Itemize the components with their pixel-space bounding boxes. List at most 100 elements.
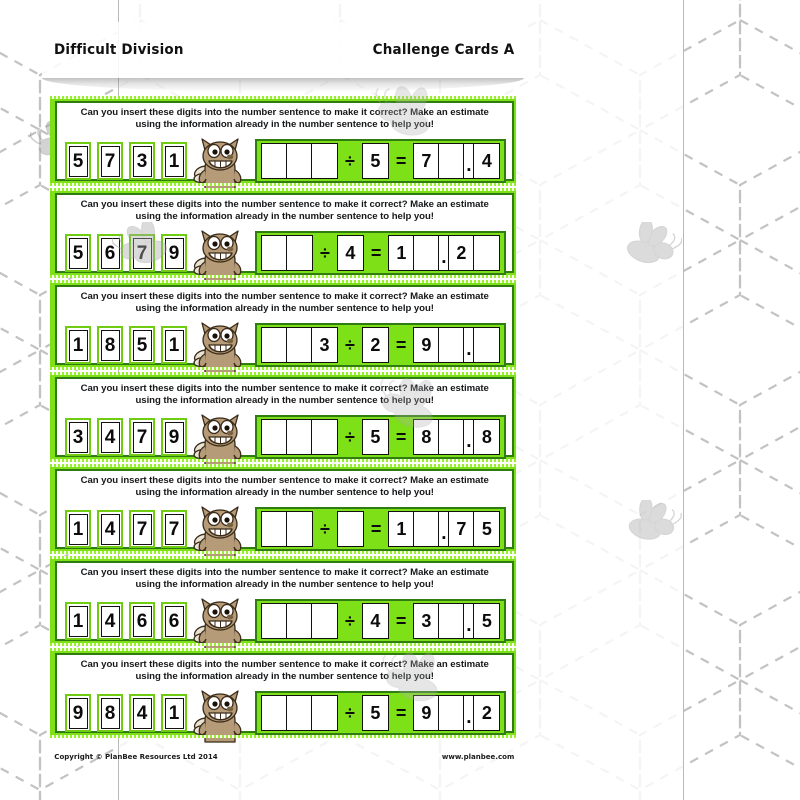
quotient-box-cell[interactable]: 5 [474,604,500,638]
quotient-box-cell[interactable] [414,512,440,546]
equals-icon: = [370,519,382,539]
digit-tile-value: 9 [68,697,88,729]
dividend-box-cell[interactable] [287,696,312,730]
digit-tile[interactable]: 1 [161,326,187,364]
digit-tile[interactable]: 7 [129,234,155,272]
dividend-box-cell[interactable] [262,696,287,730]
quotient-box-cell[interactable] [439,696,465,730]
divisor-box-cell[interactable]: 4 [362,604,388,638]
quotient-box-cell[interactable]: 7 [449,512,475,546]
quotient-box-cell[interactable] [414,236,440,270]
quotient-box-cell[interactable] [439,328,465,362]
digit-tile[interactable]: 9 [161,418,187,456]
quotient-box-cell[interactable]: 1 [389,236,415,270]
divisor-box-cell[interactable]: 5 [362,696,388,730]
digit-tile[interactable]: 4 [97,418,123,456]
divisor-box-cell[interactable]: 2 [362,328,388,362]
dividend-box-cell[interactable]: 3 [312,328,337,362]
dividend-box-cell[interactable] [262,604,287,638]
digit-tile[interactable]: 1 [161,694,187,732]
dividend-box-cell[interactable] [262,236,287,270]
website-link[interactable]: www.planbee.com [441,752,515,761]
divide-icon: ÷ [345,151,355,171]
digit-tile[interactable]: 4 [97,602,123,640]
dividend-box-cell[interactable] [287,420,312,454]
quotient-box-cell[interactable]: 3 [414,604,440,638]
digit-tile[interactable]: 7 [129,510,155,548]
dividend-box-cell[interactable] [262,144,287,178]
quotient-box: 9.2 [413,695,501,731]
dividend-box-cell[interactable] [262,512,287,546]
quotient-box: 3.5 [413,603,501,639]
quotient-box-cell[interactable]: 2 [474,696,500,730]
quotient-box-cell[interactable] [474,328,500,362]
dividend-box-cell[interactable] [287,328,312,362]
challenge-card-inner: Can you insert these digits into the num… [55,561,515,651]
number-sentence: 3÷2=9. [255,323,507,367]
challenge-card-inner: Can you insert these digits into the num… [55,653,515,743]
digit-tile[interactable]: 1 [161,142,187,180]
digit-tile[interactable]: 5 [129,326,155,364]
digit-tile[interactable]: 1 [65,326,91,364]
digit-tile-value: 9 [164,237,184,269]
decimal-point-cell: . [464,696,475,730]
quotient-box: 1.2 [388,235,501,271]
dividend-box-cell[interactable] [287,144,312,178]
digit-tile[interactable]: 7 [161,510,187,548]
quotient-box-cell[interactable]: 8 [474,420,500,454]
digit-tile[interactable]: 8 [97,694,123,732]
digit-tile[interactable]: 7 [129,418,155,456]
dividend-box-cell[interactable] [312,604,337,638]
divisor-box-cell[interactable]: 5 [362,420,388,454]
quotient-box-cell[interactable]: 8 [414,420,440,454]
quotient-box-cell[interactable] [439,420,465,454]
digit-tile[interactable]: 9 [65,694,91,732]
digit-tile[interactable]: 6 [129,602,155,640]
dividend-box-cell[interactable] [262,328,287,362]
quotient-box-cell[interactable]: 1 [389,512,415,546]
digit-tile[interactable]: 6 [161,602,187,640]
dividend-box-cell[interactable] [287,236,312,270]
quotient-box-cell[interactable]: 4 [474,144,500,178]
digit-tile[interactable]: 4 [129,694,155,732]
quotient-box-cell[interactable] [474,236,500,270]
dividend-box-cell[interactable] [312,696,337,730]
dividend-box-cell[interactable] [262,420,287,454]
quotient-box-cell[interactable]: 9 [414,696,440,730]
divisor-box-cell[interactable]: 4 [337,236,363,270]
bee-mascot-icon [189,132,251,194]
dividend-box-cell[interactable] [312,144,337,178]
number-sentence: ÷4=3.5 [255,599,507,643]
divisor-box-cell[interactable] [337,512,363,546]
dividend-box-cell[interactable] [287,512,312,546]
digit-tile[interactable]: 5 [65,142,91,180]
quotient-box-cell[interactable]: 7 [414,144,440,178]
challenge-card-inner: Can you insert these digits into the num… [55,193,515,283]
number-sentence: ÷5=9.2 [255,691,507,735]
quotient-box: 7.4 [413,143,501,179]
quotient-box-cell[interactable]: 5 [474,512,500,546]
digit-tile[interactable]: 3 [65,418,91,456]
digit-tile[interactable]: 9 [161,234,187,272]
digit-tile[interactable]: 3 [129,142,155,180]
digit-tile[interactable]: 7 [97,142,123,180]
quotient-box-cell[interactable] [439,144,465,178]
dividend-box-cell[interactable] [287,604,312,638]
dividend-box-cell[interactable] [312,420,337,454]
quotient-box-cell[interactable] [439,604,465,638]
quotient-box-cell[interactable]: 9 [414,328,440,362]
digit-tile[interactable]: 5 [65,234,91,272]
dividend-box [261,511,313,547]
digit-tile[interactable]: 1 [65,602,91,640]
digit-tile[interactable]: 1 [65,510,91,548]
digit-tile[interactable]: 6 [97,234,123,272]
quotient-box-cell[interactable]: 2 [449,236,475,270]
divisor-box-cell[interactable]: 5 [362,144,388,178]
digit-tile[interactable]: 8 [97,326,123,364]
digit-tile[interactable]: 4 [97,510,123,548]
